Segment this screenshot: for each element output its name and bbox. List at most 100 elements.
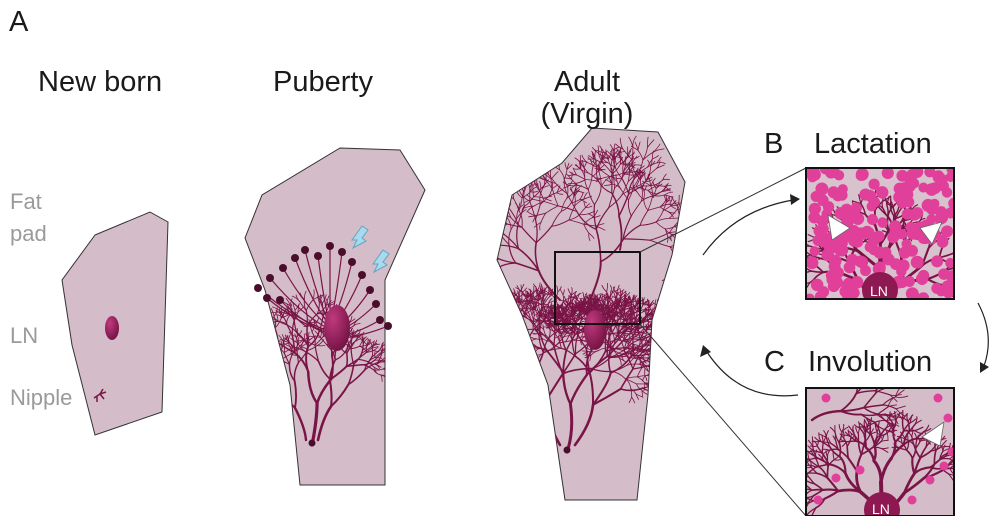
adult-duct: [455, 418, 456, 427]
adult-duct: [449, 390, 464, 395]
adult-duct: [652, 322, 658, 327]
puberty-duct: [265, 378, 278, 391]
involution-duct: [972, 470, 981, 472]
adult-duct: [463, 318, 466, 324]
involution-duct: [960, 465, 971, 469]
adult-duct: [495, 319, 502, 321]
adult-duct: [491, 330, 494, 331]
adult-duct: [470, 222, 477, 227]
adult-duct: [485, 207, 492, 208]
adult-duct: [471, 317, 473, 328]
alveolus: [851, 202, 862, 213]
adult-duct: [506, 183, 508, 191]
adult-duct: [657, 357, 662, 359]
puberty-duct: [274, 372, 277, 391]
adult-duct: [512, 319, 515, 323]
adult-duct: [483, 380, 510, 390]
adult-duct: [491, 311, 494, 318]
adult-duct: [484, 219, 489, 226]
adult-duct: [432, 375, 436, 379]
adult-duct: [519, 327, 526, 343]
adult-duct: [675, 384, 679, 388]
adult-duct: [502, 320, 503, 332]
adult-duct: [476, 271, 483, 272]
adult-duct: [489, 226, 491, 231]
alveolus: [851, 276, 864, 289]
adult-duct: [430, 436, 438, 437]
adult-duct: [660, 333, 667, 334]
adult-duct: [472, 269, 476, 272]
adult-duct: [668, 330, 672, 333]
adult-duct: [489, 226, 499, 233]
puberty-duct: [272, 346, 278, 356]
adult-duct: [688, 345, 694, 348]
adult-duct: [516, 330, 523, 331]
adult-duct: [682, 408, 686, 410]
adult-duct: [532, 169, 535, 177]
adult-duct: [429, 363, 437, 366]
puberty-duct: [231, 380, 238, 382]
adult-duct: [480, 230, 483, 234]
adult-duct: [506, 310, 512, 312]
puberty-duct: [272, 340, 276, 347]
adult-duct: [461, 262, 465, 267]
adult-duct: [485, 209, 487, 215]
adult-duct: [500, 342, 503, 349]
puberty-duct: [390, 363, 399, 364]
adult-duct: [484, 316, 488, 319]
adult-duct: [486, 208, 492, 213]
adult-duct: [516, 327, 521, 331]
adult-duct: [426, 371, 429, 377]
adult-duct: [488, 341, 492, 344]
adult-duct: [684, 340, 688, 344]
adult-duct: [486, 332, 489, 336]
adult-duct: [458, 263, 464, 264]
adult-duct: [471, 333, 476, 335]
adult-duct: [473, 352, 479, 353]
adult-duct: [654, 316, 656, 329]
adult-duct: [437, 419, 442, 424]
adult-duct: [464, 267, 469, 268]
puberty-duct: [256, 349, 258, 357]
adult-duct: [500, 331, 501, 346]
adult-duct: [481, 319, 486, 325]
adult-duct: [458, 328, 466, 332]
adult-duct: [654, 321, 659, 328]
adult-duct: [446, 425, 448, 432]
adult-duct: [679, 218, 684, 222]
adult-duct: [459, 242, 464, 247]
adult-duct: [488, 211, 497, 219]
adult-duct: [687, 398, 692, 400]
adult-duct: [440, 336, 446, 341]
adult-duct: [502, 323, 510, 331]
adult-duct: [484, 317, 488, 322]
adult-duct: [503, 293, 509, 297]
adult-duct: [429, 393, 438, 395]
adult-duct: [503, 338, 512, 342]
involution-duct: [847, 441, 856, 442]
adult-duct: [438, 341, 442, 346]
adult-duct: [441, 413, 444, 423]
adult-duct: [497, 334, 509, 337]
adult-duct: [441, 380, 442, 387]
adult-duct: [465, 343, 470, 348]
adult-duct: [452, 427, 456, 434]
adult-duct: [443, 333, 446, 340]
adult-duct: [474, 266, 476, 275]
puberty-duct: [265, 343, 279, 344]
panel-label-b: B: [764, 128, 783, 160]
adult-duct: [437, 394, 449, 395]
adult-duct: [488, 349, 489, 353]
adult-duct: [470, 346, 477, 348]
adult-duct: [474, 320, 478, 324]
adult-duct: [675, 369, 676, 372]
adult-duct: [425, 387, 432, 388]
adult-duct: [472, 260, 484, 262]
adult-duct: [515, 320, 517, 324]
adult-duct: [473, 353, 479, 356]
adult-duct: [420, 384, 430, 389]
adult-duct: [684, 334, 691, 335]
puberty-duct: [259, 346, 261, 354]
adult-duct: [502, 305, 506, 312]
adult-duct: [479, 227, 480, 233]
